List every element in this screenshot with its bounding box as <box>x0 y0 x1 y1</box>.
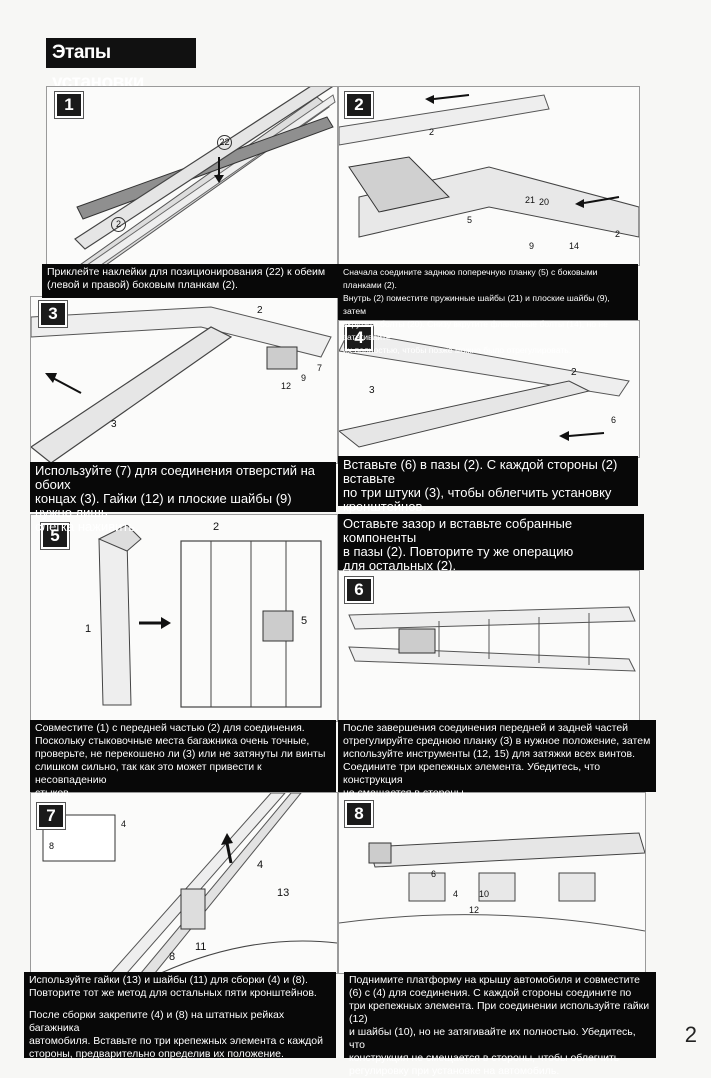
step-1-number: 1 <box>54 91 84 119</box>
callout-6: 6 <box>431 869 437 879</box>
step-4-illustration: 4 2 3 6 <box>338 320 640 458</box>
callout-4: 4 <box>453 889 459 899</box>
callout-9: 9 <box>301 373 307 383</box>
callout-20: 20 <box>539 197 550 207</box>
callout-6: 6 <box>611 415 617 425</box>
callout-3: 3 <box>369 385 375 396</box>
page-title: Этапы установки <box>46 38 196 93</box>
callout-22: 22 <box>217 135 232 150</box>
callout-11: 11 <box>195 941 207 953</box>
callout-8b: 8 <box>169 951 176 963</box>
callout-10: 10 <box>479 889 490 899</box>
step-1-illustration: 1 22 2 <box>46 86 338 266</box>
step-6-drawing <box>348 606 636 672</box>
step-2-illustration: 2 2 5 21 20 9 14 2 <box>338 86 640 266</box>
callout-8: 8 <box>49 841 55 851</box>
callout-9: 9 <box>529 241 535 251</box>
step-7-caption: Используйте гайки (13) и шайбы (11) для … <box>24 972 336 1060</box>
callout-21: 21 <box>525 195 536 205</box>
callout-2: 2 <box>571 367 577 378</box>
step-4-drawing <box>339 330 630 448</box>
step-1-caption: Приклейте наклейки для позиционирования … <box>42 264 338 298</box>
callout-14: 14 <box>569 241 580 251</box>
step-3-caption: Используйте (7) для соединения отверстий… <box>30 462 336 534</box>
callout-2: 2 <box>257 305 263 316</box>
page-number: 2 <box>684 1022 697 1047</box>
step-7-drawing <box>42 793 337 973</box>
step-3-number: 3 <box>38 300 68 328</box>
callout-7: 7 <box>317 363 323 373</box>
step-8-number: 8 <box>344 800 374 828</box>
step-4-caption: Вставьте (6) в пазы (2). С каждой сторон… <box>338 456 638 514</box>
callout-5: 5 <box>467 215 473 225</box>
step-2-drawing <box>339 94 639 238</box>
callout-12: 12 <box>469 905 480 915</box>
callout-2: 2 <box>429 127 435 137</box>
callout-4b: 4 <box>257 859 264 871</box>
step-5-illustration: 5 2 1 5 <box>30 514 338 722</box>
step-1-drawing <box>74 87 336 265</box>
step-5-drawing <box>97 524 322 708</box>
step-7-number: 7 <box>36 802 66 830</box>
callout-2b: 2 <box>615 229 621 239</box>
step-3-drawing <box>31 306 332 463</box>
step-4-caption-2: Оставьте зазор и вставьте собранные комп… <box>338 514 644 573</box>
step-3-illustration: 3 2 7 9 12 3 <box>30 296 338 464</box>
step-8-drawing <box>339 832 645 932</box>
step-5-caption: Совместите (1) с передней частью (2) для… <box>30 720 336 799</box>
callout-12: 12 <box>281 381 292 391</box>
callout-3: 3 <box>111 419 117 430</box>
step-8-illustration: 8 6 4 10 12 <box>338 792 646 974</box>
callout-5: 5 <box>301 615 308 627</box>
callout-2: 2 <box>213 521 220 533</box>
step-4-number: 4 <box>344 324 374 352</box>
step-8-caption: Поднимите платформу на крышу автомобиля … <box>344 972 656 1077</box>
step-6-caption: После завершения соединения передней и з… <box>338 720 656 799</box>
callout-13: 13 <box>277 887 290 899</box>
step-6-illustration: 6 <box>338 570 640 722</box>
step-2-caption: Сначала соедините заднюю поперечную план… <box>338 264 638 355</box>
step-5-number: 5 <box>40 522 70 550</box>
callout-2: 2 <box>111 217 126 232</box>
step-2-number: 2 <box>344 91 374 119</box>
step-7-illustration: 7 4 8 4 13 11 8 <box>30 792 338 974</box>
step-6-number: 6 <box>344 576 374 604</box>
callout-4: 4 <box>121 819 127 829</box>
callout-1: 1 <box>85 623 92 635</box>
